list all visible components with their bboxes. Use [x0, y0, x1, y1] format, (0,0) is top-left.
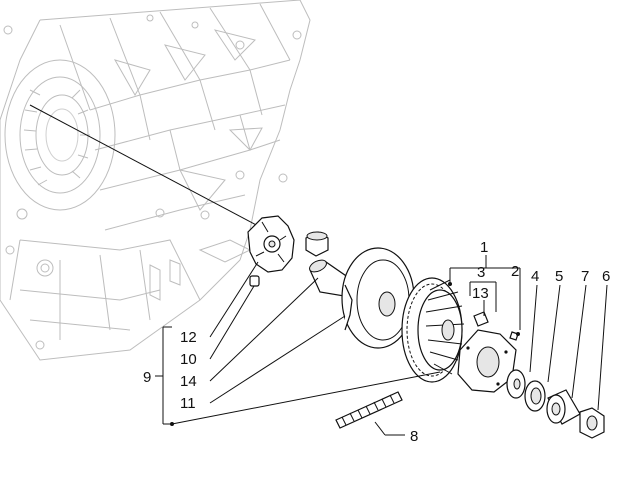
- label-4: 4: [531, 268, 539, 285]
- part-8-belt: [335, 391, 403, 429]
- part-13-pin: [473, 311, 489, 327]
- label-2: 2: [511, 263, 519, 280]
- part-10-spacer: [249, 275, 260, 287]
- callout-labels: 1 3 2 4 5 7 6 13 12 10 9 14 11 8: [143, 239, 610, 445]
- label-1: 1: [480, 239, 488, 256]
- cover-plate: [457, 329, 517, 393]
- part-5-ring: [524, 380, 546, 412]
- leader-lines: [155, 255, 608, 436]
- label-11: 11: [180, 395, 196, 412]
- part-12-drive-plate: [247, 215, 295, 273]
- part-6-nut: [579, 407, 605, 439]
- label-3: 3: [477, 264, 485, 281]
- label-7: 7: [581, 268, 589, 285]
- part-7-bushing: [546, 389, 581, 425]
- label-13: 13: [472, 285, 489, 302]
- part-11-pulley-half: [341, 247, 415, 349]
- part-4-washer: [506, 369, 526, 399]
- label-8: 8: [410, 428, 418, 445]
- label-9: 9: [143, 369, 151, 386]
- label-12: 12: [180, 329, 197, 346]
- label-10: 10: [180, 351, 197, 368]
- label-5: 5: [555, 268, 563, 285]
- fan-fixed-half: [401, 277, 465, 383]
- bushing-upper: [305, 231, 329, 257]
- crankcase-ghost: [0, 0, 311, 361]
- assembly-axis-line: [29, 104, 263, 229]
- label-14: 14: [180, 373, 197, 390]
- label-6: 6: [602, 268, 610, 285]
